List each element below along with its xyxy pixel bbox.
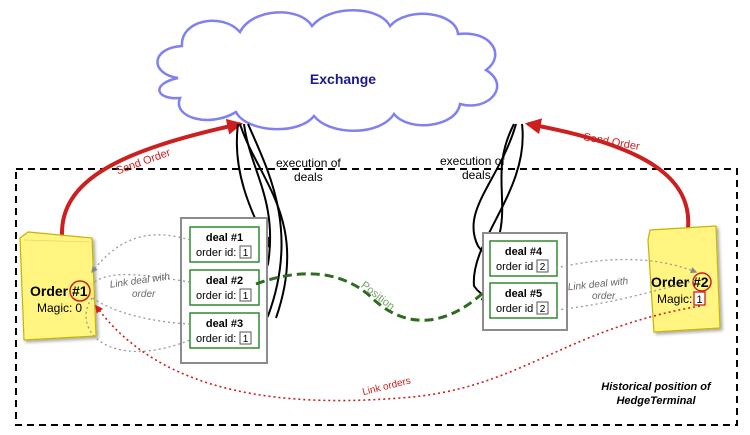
- deal-order-label: order id: [496, 261, 533, 273]
- historical-position-frame: [15, 168, 738, 426]
- position-label: Position: [359, 279, 397, 313]
- deal-name: deal #2: [206, 275, 243, 287]
- deal-name: deal #1: [206, 232, 243, 244]
- caption-line-2: HedgeTerminal: [616, 395, 696, 407]
- deal-order-id: 2: [540, 304, 546, 315]
- link-deal-left-label-2: order: [132, 289, 156, 300]
- deal-order-id-box: [239, 331, 252, 345]
- exchange-label: Exchange: [310, 71, 376, 87]
- deal-order-label: order id:: [196, 247, 236, 259]
- deals-right-list: deal #4 order id 2 deal #5 order id 2: [489, 240, 558, 319]
- link-deal-right-lines: [555, 258, 698, 311]
- execution-right-label-1: execution of: [440, 154, 505, 168]
- order-2-magic: Magic:: [657, 292, 692, 306]
- deal-box: deal #1 order id: 1: [189, 226, 260, 263]
- deal-order-id-box: [536, 301, 549, 315]
- caption-line-1: Historical position of: [601, 381, 712, 393]
- order-1-title: Order #1: [30, 283, 88, 299]
- deal-order-label: order id:: [196, 333, 236, 345]
- order-1-magic: Magic:0: [37, 301, 82, 315]
- link-orders-label: Link orders: [361, 376, 412, 399]
- deal-box: deal #2 order id: 1: [189, 269, 260, 306]
- send-order-right-label: Send Order: [582, 131, 640, 153]
- deal-name: deal #5: [505, 288, 542, 300]
- deal-order-id-box: [239, 245, 252, 259]
- link-deal-left-lines: [85, 234, 191, 352]
- link-deal-right-label-2: order: [592, 291, 616, 302]
- deal-order-id: 2: [540, 262, 546, 273]
- exchange-cloud: Exchange: [156, 9, 499, 132]
- execution-left-label-2: deals: [294, 170, 323, 184]
- deal-name: deal #3: [206, 318, 243, 330]
- deal-box: deal #4 order id 2: [489, 240, 558, 277]
- deal-order-id: 1: [243, 291, 249, 302]
- order-2-magic-box: [693, 291, 706, 306]
- order-1-note: [19, 231, 97, 341]
- send-order-right-arrow: [524, 118, 691, 229]
- execution-left-label-1: execution of: [276, 156, 341, 170]
- deal-order-id: 1: [243, 248, 249, 259]
- order-2-magic-value: 1: [696, 294, 702, 306]
- link-orders-line: [95, 304, 701, 402]
- order-2-title: Order #2: [651, 274, 709, 290]
- deal-order-label: order id: [496, 303, 533, 315]
- execution-right-label-2: deals: [462, 168, 491, 182]
- deal-order-id-box: [536, 259, 549, 273]
- send-order-left-arrow: [59, 118, 244, 237]
- order-1-number-highlight: [69, 280, 91, 302]
- order-2-number-highlight: [692, 272, 712, 292]
- deal-order-label: order id:: [196, 290, 236, 302]
- deal-box: deal #5 order id 2: [489, 282, 558, 319]
- deal-order-id: 1: [243, 334, 249, 345]
- deal-order-id-box: [239, 288, 252, 302]
- deal-box: deal #3 order id: 1: [189, 312, 260, 349]
- deal-name: deal #4: [505, 246, 543, 258]
- position-line: [255, 272, 486, 322]
